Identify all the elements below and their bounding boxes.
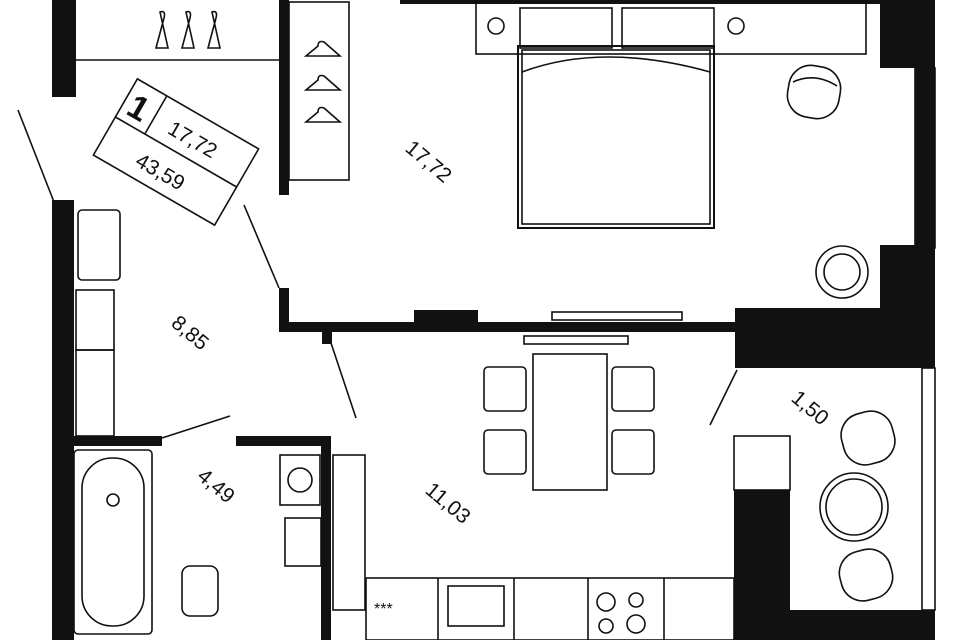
wall-pillar-center xyxy=(414,310,478,332)
hall-furniture xyxy=(75,209,121,437)
bedroom-door-line xyxy=(243,204,280,289)
wall-right-pillar xyxy=(735,308,935,368)
balcony-cabinet xyxy=(733,435,791,491)
wall-balcony-left xyxy=(734,490,790,640)
bed-frame xyxy=(517,45,715,229)
area-label-hall: 8,85 xyxy=(167,311,213,355)
area-label-bathroom: 4,49 xyxy=(193,464,239,508)
sink-icon xyxy=(284,517,322,567)
sink-icon xyxy=(447,585,505,627)
bath-door-line xyxy=(161,415,231,439)
fridge-marks: *** xyxy=(374,601,393,618)
bed-icon xyxy=(475,1,867,229)
nightstand-lamp-left xyxy=(487,17,505,35)
table-icon xyxy=(532,353,608,491)
chair-icon xyxy=(483,366,655,475)
balcony-door-line xyxy=(709,369,738,426)
pillow-left xyxy=(519,7,613,49)
stove-icon xyxy=(596,592,646,634)
hanger-icon xyxy=(154,10,169,49)
window-right xyxy=(914,67,936,249)
walls xyxy=(52,0,936,640)
round-table-icon xyxy=(819,472,889,542)
bedroom-closet xyxy=(288,1,350,181)
area-label-bedroom: 17,72 xyxy=(401,136,456,187)
hanger-icon xyxy=(180,10,195,49)
hanger-icon xyxy=(303,40,343,57)
hall-bench xyxy=(77,209,121,281)
armchair-icon xyxy=(838,548,894,602)
kitchen-counter: *** xyxy=(365,577,735,640)
balcony-furniture xyxy=(733,367,936,611)
wall-bedroom-bottom xyxy=(279,322,739,332)
door-lines xyxy=(17,59,738,439)
area-label-kitchen: 11,03 xyxy=(421,478,475,528)
hanger-icon xyxy=(303,74,343,91)
wall-bath-top-right xyxy=(236,436,328,446)
tv-icon xyxy=(523,311,683,345)
bathtub-icon xyxy=(73,449,153,635)
hanger-icon xyxy=(303,106,343,123)
area-badge: 1 17,72 43,59 xyxy=(92,77,260,227)
hanger-icon xyxy=(206,10,221,49)
nightstand-lamp-right xyxy=(727,17,745,35)
hall-closet xyxy=(154,10,221,49)
wall-top-right xyxy=(880,0,935,68)
wall-hall-stub xyxy=(279,288,289,330)
wall-bath-right xyxy=(321,436,331,640)
shoe-rack xyxy=(75,289,115,351)
bed-inner xyxy=(521,49,711,225)
area-label-balcony: 1,50 xyxy=(787,386,833,430)
wall-right-mid xyxy=(880,245,935,315)
plant-icon xyxy=(815,245,869,299)
wall-left xyxy=(52,200,74,640)
wall-balcony-bottom xyxy=(790,610,935,640)
headboard-wall-unit xyxy=(475,1,867,55)
wall-stub-small xyxy=(322,330,332,344)
hall-wardrobe xyxy=(75,349,115,437)
kitchen-column xyxy=(332,454,366,611)
blanket-fold xyxy=(521,56,711,73)
wall-left-top xyxy=(52,0,76,97)
pillow-right xyxy=(621,7,715,49)
closet-outline xyxy=(288,1,350,181)
kitchen-door-line xyxy=(329,339,357,419)
armchair-icon xyxy=(786,64,842,120)
wall-bath-top-left xyxy=(72,436,162,446)
washer-icon xyxy=(279,454,321,506)
balcony-window xyxy=(921,367,936,611)
armchair-icon xyxy=(840,410,896,466)
entry-door-line xyxy=(17,109,55,203)
wall-closet-divider xyxy=(279,0,289,195)
toilet-icon xyxy=(181,565,219,617)
